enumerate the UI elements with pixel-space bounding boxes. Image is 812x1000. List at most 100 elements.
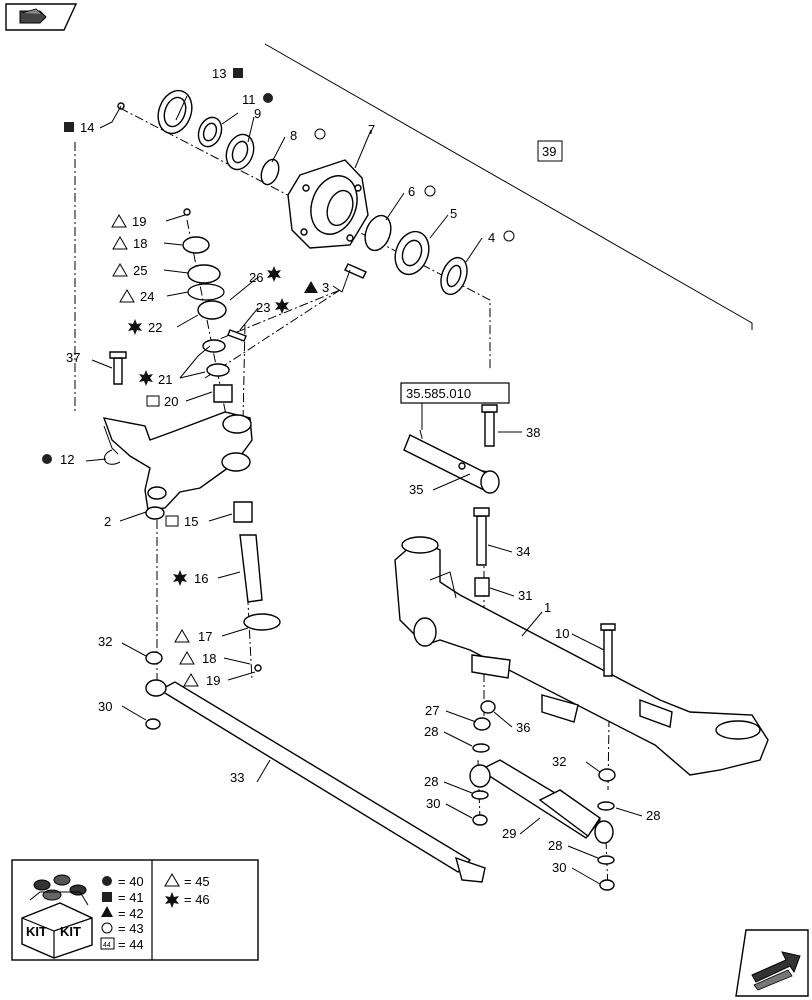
callout-39: 39: [542, 144, 556, 159]
bolt-10: [603, 629, 613, 677]
callout-25: 25: [133, 263, 147, 278]
callout-22: 22: [148, 320, 162, 335]
cap-18: [182, 236, 210, 254]
steering-knuckle-2: [102, 411, 253, 520]
legend-labels: KIT KIT = 40 = 41 = 42 = 43 = 44 = 45 = …: [26, 874, 210, 952]
callout-19b: 19: [206, 673, 220, 688]
axle-beam-1: [394, 536, 769, 776]
callout-28b: 28: [424, 774, 438, 789]
callout-28a: 28: [424, 724, 438, 739]
callout-14: 14: [80, 120, 94, 135]
kingpin-stack: [109, 208, 247, 403]
bolt-23: [227, 329, 247, 342]
ring-8: [260, 158, 280, 186]
callout-21: 21: [158, 372, 172, 387]
stud-3: [344, 263, 367, 279]
dark-circle-symbol: [102, 876, 112, 886]
callout-35: 35: [409, 482, 423, 497]
tie-rod-33: [145, 651, 486, 883]
nut-30a: [145, 718, 161, 730]
legend-value-44: = 44: [118, 937, 144, 952]
bushing-20: [213, 384, 233, 403]
hub-bearing-group: [117, 89, 468, 296]
callout-5: 5: [450, 206, 457, 221]
nav-previous-page-icon[interactable]: [5, 3, 78, 31]
callout-32b: 32: [552, 754, 566, 769]
bushing-32b: [598, 768, 616, 782]
washer-17: [243, 613, 281, 631]
lower-kingpin: [233, 501, 281, 672]
circlip-12: [103, 449, 121, 465]
callout-26: 26: [249, 270, 263, 285]
callout-6: 6: [408, 184, 415, 199]
bushing-15: [233, 501, 253, 523]
callout-30c: 30: [552, 860, 566, 875]
leader-lines: [85, 95, 643, 885]
bushing-32a: [145, 651, 163, 665]
legend-value-45: = 45: [184, 874, 210, 889]
callout-2: 2: [104, 514, 111, 529]
o-ring-25: [187, 264, 221, 284]
callout-27: 27: [425, 703, 439, 718]
washer-28b: [471, 790, 489, 800]
circle-open-symbol: [101, 922, 113, 934]
legend-box-44-label: 44: [103, 942, 111, 949]
callout-labels: 13 14 11 9 8 7 6 5 4 3 39 19 18 25 24 26…: [60, 66, 660, 875]
callout-9: 9: [254, 106, 261, 121]
star-filled-symbol: [165, 892, 179, 908]
callout-38: 38: [526, 425, 540, 440]
washer-21a: [202, 339, 226, 353]
washer-28c: [597, 801, 615, 811]
boxed-44-symbol: [100, 937, 115, 950]
bolt-37: [113, 357, 123, 385]
reference-box-35-585-010[interactable]: [400, 382, 510, 404]
kingpin-16: [239, 534, 263, 603]
triangle-filled-symbol: [101, 906, 113, 917]
legend-value-43: = 43: [118, 921, 144, 936]
callout-37: 37: [66, 350, 80, 365]
dark-square-symbol: [102, 892, 112, 902]
callout-36: 36: [516, 720, 530, 735]
callout-28d: 28: [548, 838, 562, 853]
callout-30b: 30: [426, 796, 440, 811]
callout-34: 34: [516, 544, 530, 559]
callout-30a: 30: [98, 699, 112, 714]
washer-21b: [206, 363, 230, 377]
pivot-pin-35: [403, 434, 500, 494]
o-ring-24: [187, 283, 225, 301]
callout-17: 17: [198, 629, 212, 644]
bushing-31: [474, 577, 490, 597]
callout-15: 15: [184, 514, 198, 529]
legend-value-46: = 46: [184, 892, 210, 907]
seal-6: [364, 214, 392, 252]
washer-28d: [597, 855, 615, 865]
callout-16: 16: [194, 571, 208, 586]
grease-nipple-19b: [254, 664, 262, 672]
callout-31: 31: [518, 588, 532, 603]
legend-value-41: = 41: [118, 890, 144, 905]
legend-value-40: = 40: [118, 874, 144, 889]
callout-18a: 18: [133, 236, 147, 251]
callout-29: 29: [502, 826, 516, 841]
callout-24: 24: [140, 289, 154, 304]
callout-1: 1: [544, 600, 551, 615]
callout-23: 23: [256, 300, 270, 315]
reference-line-39: [264, 43, 753, 330]
callout-3: 3: [322, 280, 329, 295]
kit-box-icon: [21, 874, 93, 959]
callout-12: 12: [60, 452, 74, 467]
nut-22: [197, 300, 227, 320]
callout-symbols: [42, 68, 515, 687]
nut-30b: [472, 814, 488, 826]
callout-19a: 19: [132, 214, 146, 229]
callout-10: 10: [555, 626, 569, 641]
callout-20: 20: [164, 394, 178, 409]
callout-4: 4: [488, 230, 495, 245]
kit-label-1: KIT: [26, 924, 47, 939]
washer-28a: [472, 743, 490, 753]
nav-next-page-icon[interactable]: [735, 929, 809, 997]
nut-27: [473, 717, 491, 731]
callout-13: 13: [212, 66, 226, 81]
callout-7: 7: [368, 122, 375, 137]
